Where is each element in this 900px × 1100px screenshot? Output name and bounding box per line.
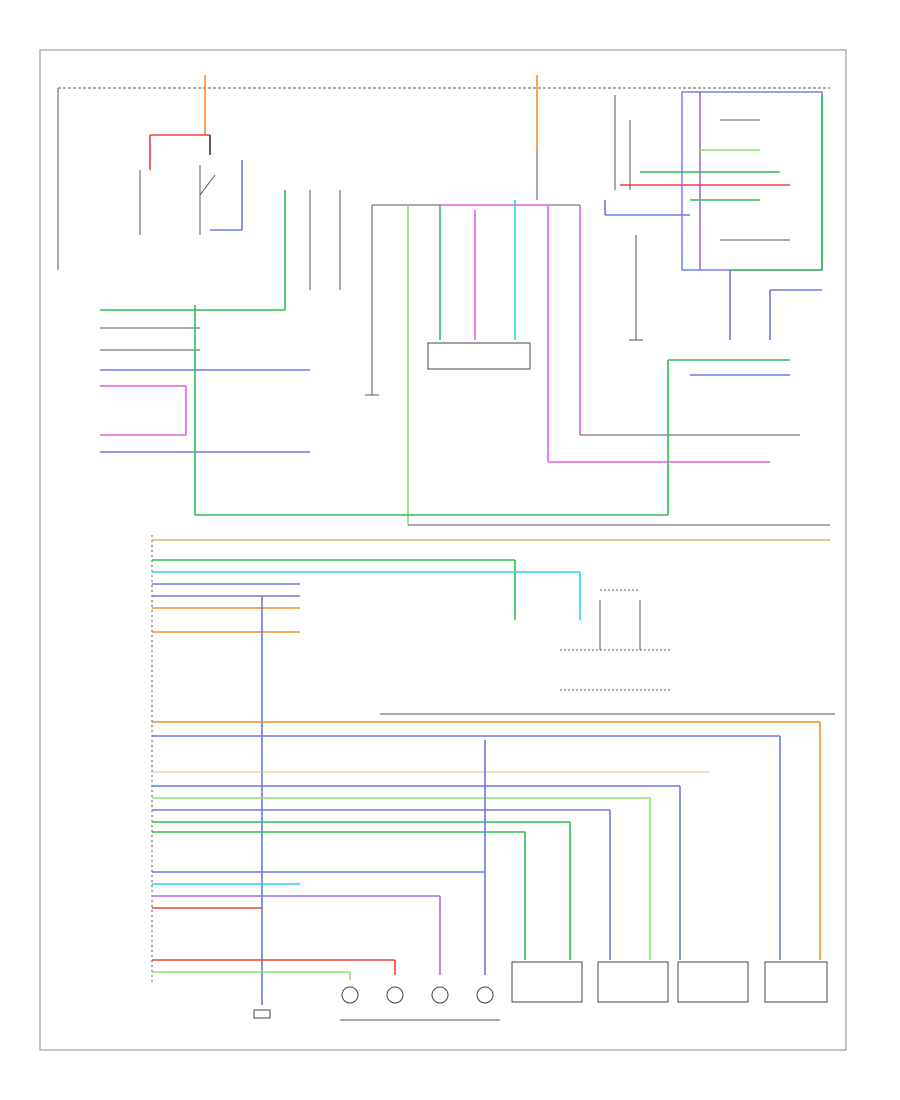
left-connector-top [57, 88, 790, 516]
relay-block-right [604, 91, 823, 340]
cluster-inset [560, 589, 670, 691]
module-ecm [427, 342, 531, 370]
fuse-feed-left [139, 75, 243, 235]
ground-symbols [365, 330, 643, 396]
cluster-wires [152, 524, 835, 1005]
bottom-components [253, 961, 828, 1021]
switch-bank-center [284, 190, 800, 525]
diagram-frame [39, 49, 847, 1051]
